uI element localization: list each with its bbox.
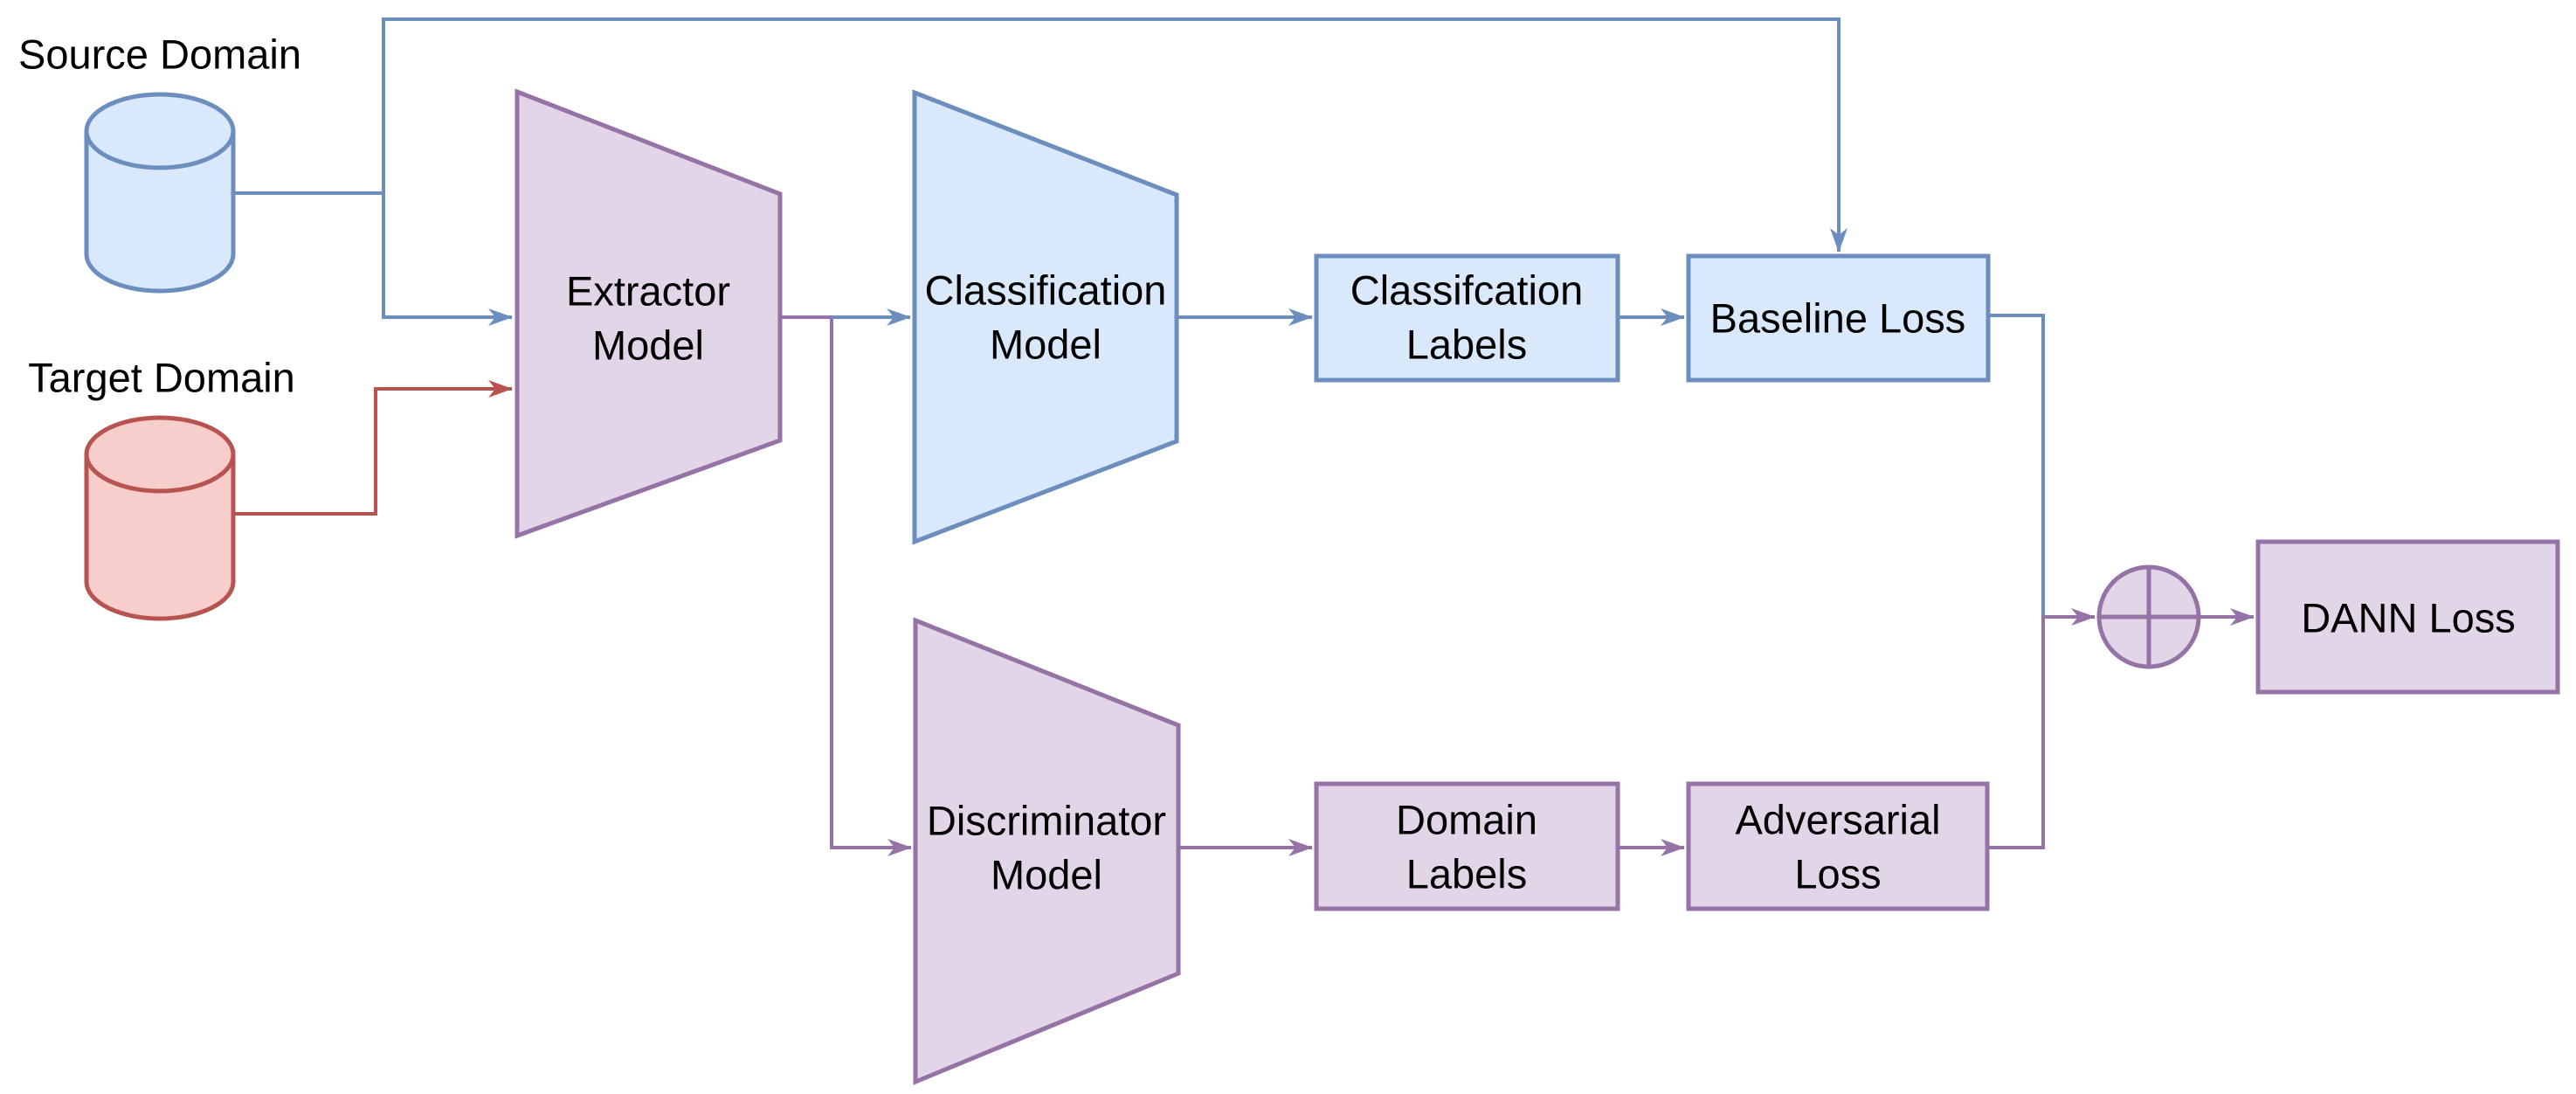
baseline-loss-label: Baseline Loss bbox=[1710, 295, 1966, 342]
classification-model-label-line1: Classification bbox=[925, 267, 1167, 314]
edge-source-to-baseline-loss bbox=[382, 17, 1847, 253]
database-cylinder-icon bbox=[84, 415, 236, 621]
extractor-model-node: Extractor Model bbox=[515, 88, 783, 539]
target-domain-label: Target Domain bbox=[28, 355, 295, 401]
adversarial-loss-node: Adversarial Loss bbox=[1686, 781, 1990, 911]
cylinder-rim-icon bbox=[84, 454, 236, 494]
dann-loss-node: DANN Loss bbox=[2255, 539, 2560, 695]
discriminator-model-label-line1: Discriminator bbox=[927, 798, 1166, 844]
edge-source-to-extractor bbox=[233, 191, 513, 326]
edges-layer bbox=[233, 17, 2255, 856]
extractor-model-label-line2: Model bbox=[592, 322, 704, 369]
classification-labels-label-line2: Labels bbox=[1406, 322, 1528, 368]
domain-labels-label-line2: Labels bbox=[1406, 851, 1528, 897]
dann-loss-box bbox=[2255, 539, 2560, 695]
baseline-loss-node: Baseline Loss bbox=[1686, 253, 1991, 383]
extractor-trapezoid bbox=[515, 88, 783, 539]
domain-labels-box bbox=[1314, 781, 1620, 911]
classification-labels-node: Classifcation Labels bbox=[1314, 253, 1620, 383]
discriminator-model-node: Discriminator Model bbox=[913, 617, 1181, 1085]
classification-trapezoid bbox=[912, 89, 1179, 545]
source-domain-node: Source Domain bbox=[18, 31, 301, 294]
edge-target-to-extractor bbox=[233, 380, 513, 516]
adversarial-loss-box bbox=[1686, 781, 1990, 911]
edge-baseline-loss-to-sum bbox=[1988, 314, 2045, 615]
nodes-layer: Source Domain Target Domain Extractor Mo… bbox=[18, 31, 2560, 1085]
adversarial-loss-label-line2: Loss bbox=[1794, 851, 1881, 897]
classification-model-label-line2: Model bbox=[990, 322, 1102, 368]
dann-loss-label: DANN Loss bbox=[2301, 595, 2516, 641]
domain-labels-node: Domain Labels bbox=[1314, 781, 1620, 911]
edge-adversarial-loss-to-sum bbox=[1987, 608, 2096, 849]
domain-labels-label-line1: Domain bbox=[1396, 797, 1537, 843]
adversarial-loss-label-line1: Adversarial bbox=[1735, 797, 1940, 843]
extractor-model-label-line1: Extractor bbox=[566, 268, 730, 315]
classification-labels-box bbox=[1314, 253, 1620, 383]
plus-cross-icon bbox=[2099, 567, 2199, 667]
classification-labels-label-line1: Classifcation bbox=[1350, 267, 1583, 314]
cylinder-rim-icon bbox=[84, 130, 236, 170]
classification-model-node: Classification Model bbox=[912, 89, 1179, 545]
edge-extractor-to-discriminator bbox=[778, 315, 912, 856]
source-domain-label: Source Domain bbox=[18, 31, 301, 78]
target-domain-node: Target Domain bbox=[28, 355, 295, 621]
baseline-loss-box bbox=[1686, 253, 1991, 383]
sum-node bbox=[2096, 564, 2201, 669]
discriminator-model-label-line2: Model bbox=[991, 852, 1102, 898]
database-cylinder-icon bbox=[84, 92, 236, 294]
discriminator-trapezoid bbox=[913, 617, 1181, 1085]
